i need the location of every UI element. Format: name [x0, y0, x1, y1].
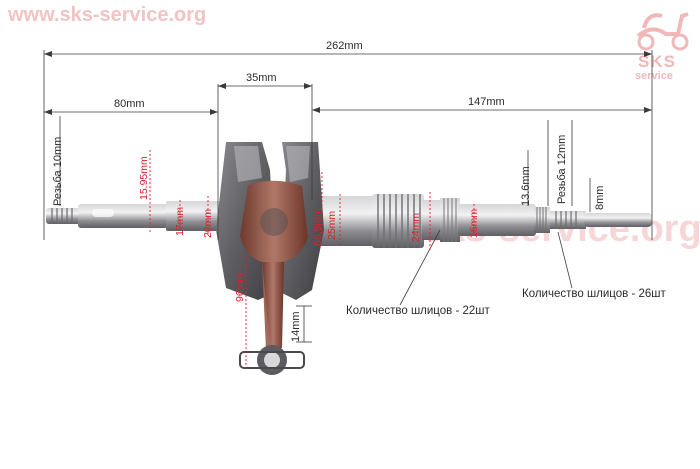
- rod-length-label: 96mm: [234, 272, 246, 302]
- red-guides: [149, 150, 475, 368]
- left-shaft-label: 80mm: [114, 98, 145, 110]
- right-shaft-label: 147mm: [468, 96, 505, 108]
- small-end-label: 14mm: [290, 311, 302, 342]
- connecting-rod: [239, 180, 308, 375]
- splines-26-note: Количество шлицов - 26шт: [522, 288, 666, 300]
- splines-22-note: Количество шлицов - 22шт: [346, 305, 490, 317]
- shaft-diameter-3-label: 16mm: [468, 208, 480, 238]
- right-end-label: 8mm: [594, 185, 606, 210]
- watermark-site-top: www.sks-service.org: [8, 4, 207, 26]
- dimension-arrows: [44, 51, 652, 115]
- right-diameter-1-label: 13.6mm: [520, 166, 532, 206]
- dimension-lines: [43, 50, 653, 343]
- left-diameter-3-label: 20mm: [202, 208, 214, 238]
- logo-word-sks: SKS: [638, 52, 676, 71]
- left-diameter-2-label: 17mm: [174, 206, 186, 236]
- overall-length-label: 262mm: [326, 40, 363, 52]
- logo-word-service: service: [635, 70, 673, 82]
- left-thread-label: Резьба 10mm: [52, 136, 64, 206]
- crank-width-label: 35mm: [246, 72, 277, 84]
- shaft-diameter-1-label: 25mm: [326, 210, 338, 240]
- left-shaft: [46, 201, 224, 231]
- left-diameter-1-label: 15.95mm: [138, 156, 150, 200]
- sks-logo: SKS service: [632, 6, 694, 86]
- scooter-icon: [636, 12, 689, 51]
- web-diameter-label: 66.5mm: [312, 208, 324, 246]
- right-thread-label: Резьба 12mm: [556, 134, 568, 204]
- shaft-diameter-2-label: 24mm: [410, 212, 422, 242]
